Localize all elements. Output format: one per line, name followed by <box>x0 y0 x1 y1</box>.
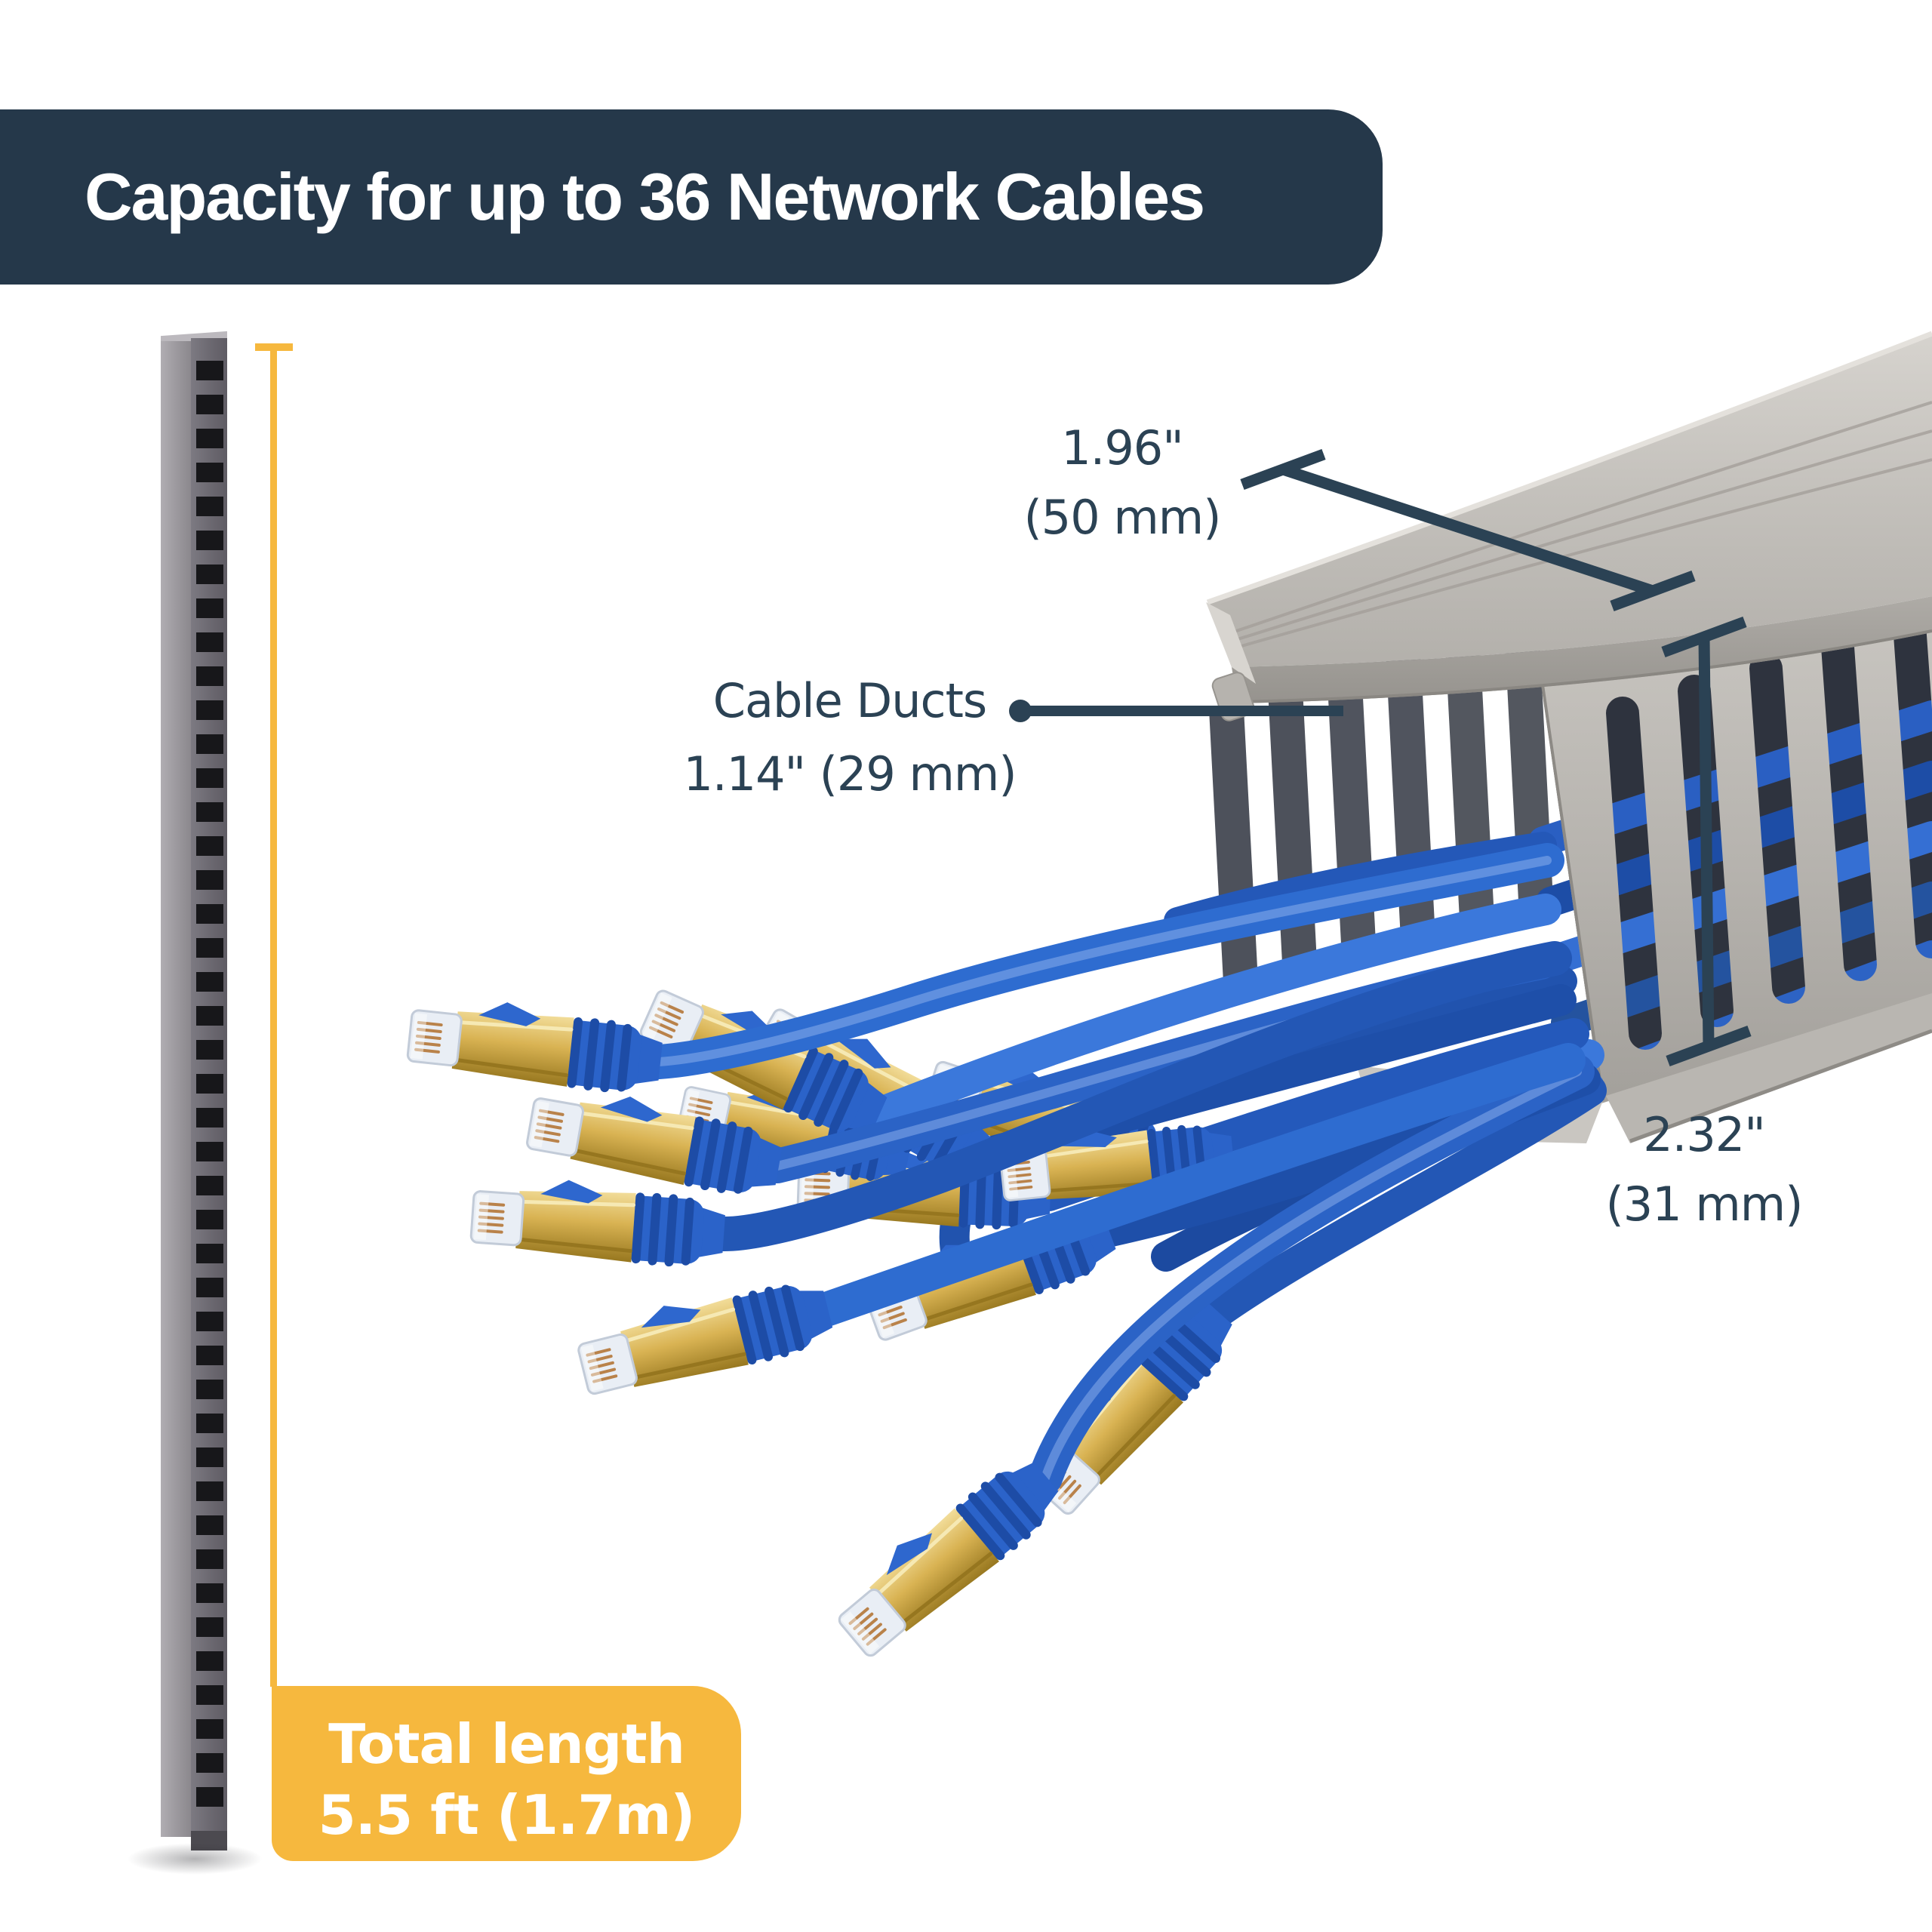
leader-dot <box>1009 700 1032 722</box>
wall-cut-edge <box>1538 663 1604 1101</box>
rj45-connector <box>573 1267 836 1405</box>
base-edge <box>1629 1029 1932 1143</box>
rail-slots <box>196 361 223 1807</box>
cable-ducts-label: Cable Ducts 1.14" (29 mm) <box>623 664 1076 811</box>
duct-base <box>1606 993 1932 1143</box>
total-length-top-tick <box>255 343 293 351</box>
page-title: Capacity for up to 36 Network Cables <box>85 159 1205 234</box>
lid-ridge <box>1223 429 1932 645</box>
rail-front-face <box>191 338 227 1841</box>
total-length-dimension-line <box>270 349 277 1687</box>
dimension-tick <box>1240 448 1326 491</box>
dimension-width-label: 1.96" (50 mm) <box>896 414 1349 552</box>
height-inches: 2.32" <box>1643 1107 1766 1162</box>
cable <box>862 894 1561 1130</box>
lid-ridge <box>1225 458 1932 652</box>
lid-front-lip <box>1232 596 1932 703</box>
total-length-text: Total length 5.5 ft (1.7m) <box>272 1686 741 1850</box>
lid-top-edge <box>1206 331 1932 605</box>
dimension-tick <box>1610 570 1696 612</box>
lid-top-face <box>1208 334 1932 667</box>
dimension-lines <box>1009 448 1752 1067</box>
network-cable-bundle <box>406 832 1607 1666</box>
lip-bottom-edge <box>1237 629 1932 703</box>
cable <box>705 941 1572 1252</box>
dimension-height-label: 2.32" (31 mm) <box>1478 1100 1930 1239</box>
rj45-connector <box>406 992 665 1097</box>
dimension-line-width <box>1240 448 1696 612</box>
title-banner: Capacity for up to 36 Network Cables <box>0 109 1383 285</box>
badge-line-1: Total length <box>328 1712 685 1776</box>
height-mm: (31 mm) <box>1605 1177 1804 1232</box>
duct-lid <box>1206 331 1932 721</box>
rack-rail-illustration <box>127 331 263 1875</box>
cable-highlight <box>1041 1067 1582 1482</box>
width-mm: (50 mm) <box>1023 490 1222 545</box>
dimension-tick <box>1666 1025 1752 1067</box>
rj45-connector <box>826 1444 1069 1666</box>
rail-shadow <box>127 1843 263 1875</box>
badge-line-2: 5.5 ft (1.7m) <box>318 1783 696 1847</box>
cable <box>1028 1054 1595 1495</box>
ducts-size: 1.14" (29 mm) <box>683 746 1017 801</box>
lid-ridge <box>1220 401 1932 638</box>
back-finger <box>1209 709 1259 997</box>
leader-line-group <box>1009 700 1343 722</box>
duct-side-wall <box>1538 601 1932 1103</box>
rail-bottom-cap <box>191 1831 227 1850</box>
rail-left-face <box>161 341 191 1837</box>
dimension-line-height <box>1661 616 1752 1067</box>
cable <box>809 1043 1586 1327</box>
dimension-tick <box>1661 616 1747 658</box>
cable <box>641 843 1564 1079</box>
dimension-line <box>1281 463 1655 597</box>
total-length-badge: Total length 5.5 ft (1.7m) <box>272 1686 741 1861</box>
ducts-title: Cable Ducts <box>712 673 987 728</box>
dimension-line <box>1698 637 1715 1047</box>
cable-highlight <box>654 856 1552 1066</box>
back-finger <box>1268 689 1318 977</box>
width-inches: 1.96" <box>1061 420 1184 475</box>
lid-end-cap <box>1206 602 1256 684</box>
rj45-connector <box>470 1174 728 1270</box>
cable <box>1201 1075 1607 1329</box>
